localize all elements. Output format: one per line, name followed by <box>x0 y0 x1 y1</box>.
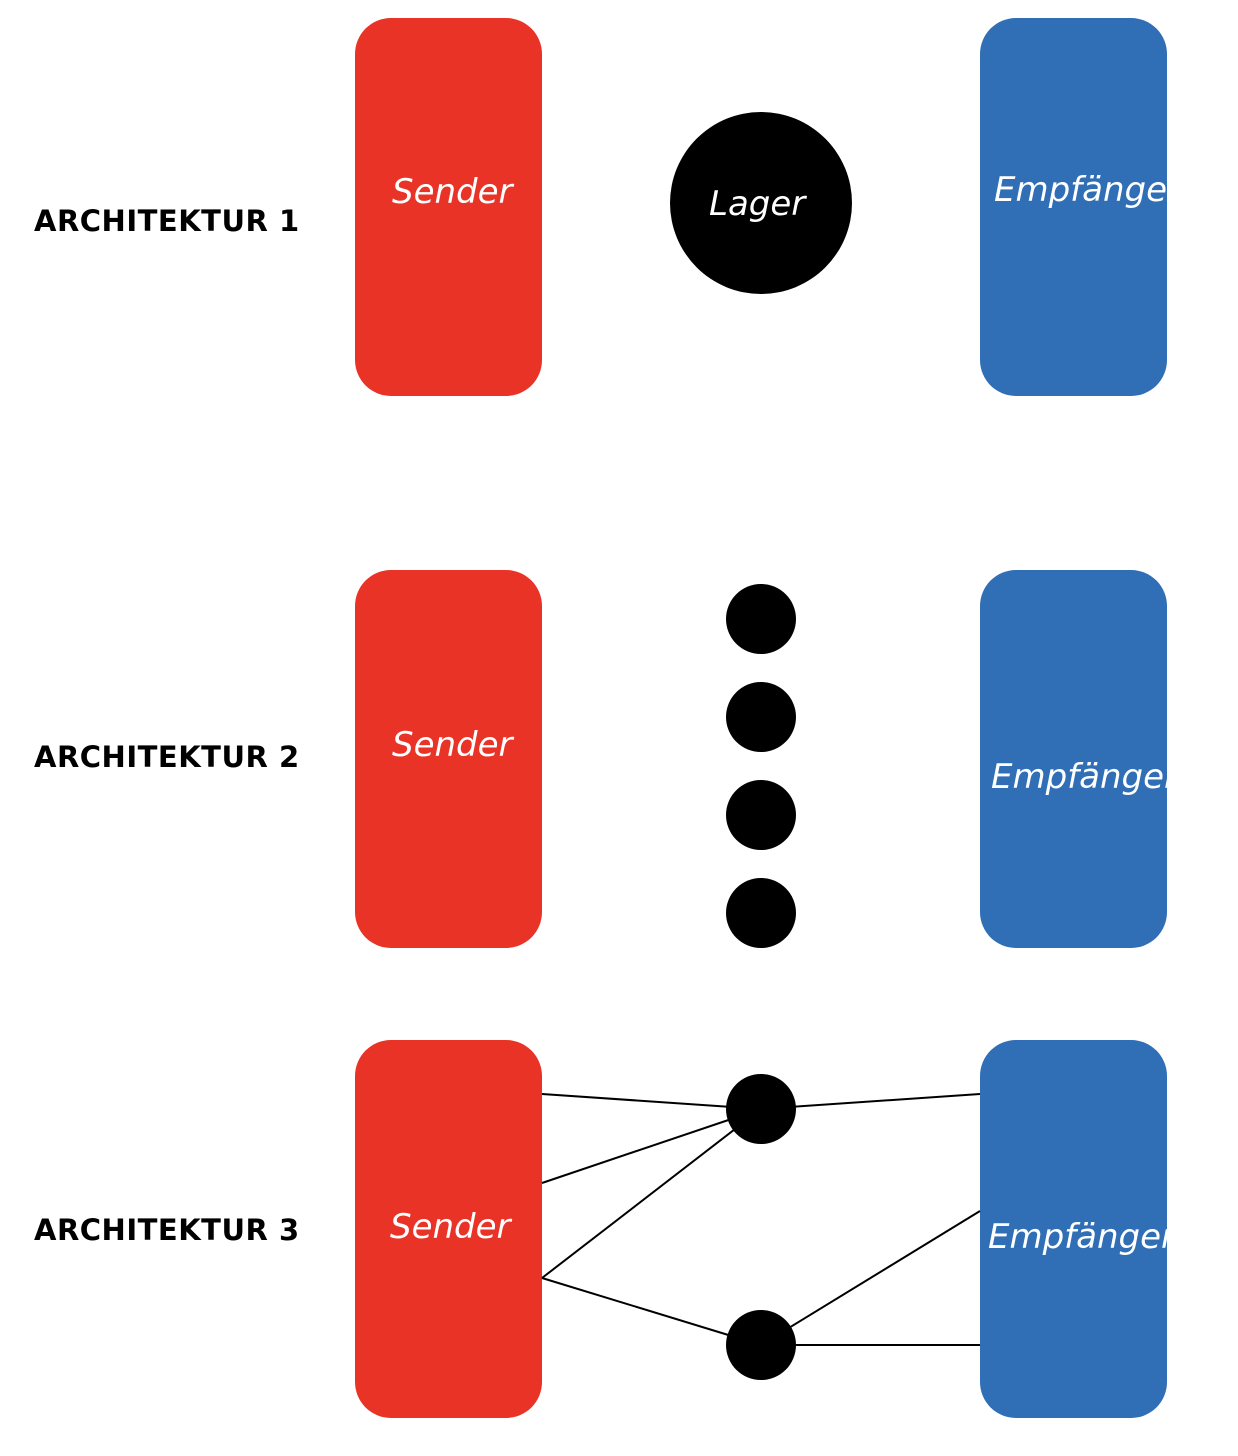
receiver-box-1 <box>980 18 1167 396</box>
sender-label-3: Sender <box>390 1207 511 1247</box>
sender-box-2 <box>355 570 542 948</box>
store-label: Lager <box>709 184 806 224</box>
sender-box-3 <box>355 1040 542 1418</box>
edge-line <box>541 1108 762 1184</box>
edge-line <box>760 1210 981 1346</box>
sender-label-1: Sender <box>392 172 513 212</box>
edge-line <box>760 1093 981 1110</box>
relay-node <box>726 1310 796 1380</box>
receiver-box-2 <box>980 570 1167 948</box>
architecture-2-label: ARCHITEKTUR 2 <box>34 740 300 774</box>
relay-node <box>726 780 796 850</box>
architecture-1-label: ARCHITEKTUR 1 <box>34 204 300 238</box>
receiver-label-2: Empfänger <box>991 757 1179 797</box>
receiver-label-1: Empfänger <box>994 170 1182 210</box>
edge-line <box>541 1108 762 1279</box>
architecture-3-label: ARCHITEKTUR 3 <box>34 1213 300 1247</box>
receiver-label-3: Empfänger <box>988 1217 1176 1257</box>
relay-node <box>726 584 796 654</box>
relay-node <box>726 1074 796 1144</box>
sender-box-1 <box>355 18 542 396</box>
store-node <box>670 112 852 294</box>
relay-node <box>726 682 796 752</box>
edge-line <box>541 1277 762 1346</box>
edge-line <box>541 1093 762 1110</box>
relay-node <box>726 878 796 948</box>
sender-label-2: Sender <box>392 725 513 765</box>
receiver-box-3 <box>980 1040 1167 1418</box>
